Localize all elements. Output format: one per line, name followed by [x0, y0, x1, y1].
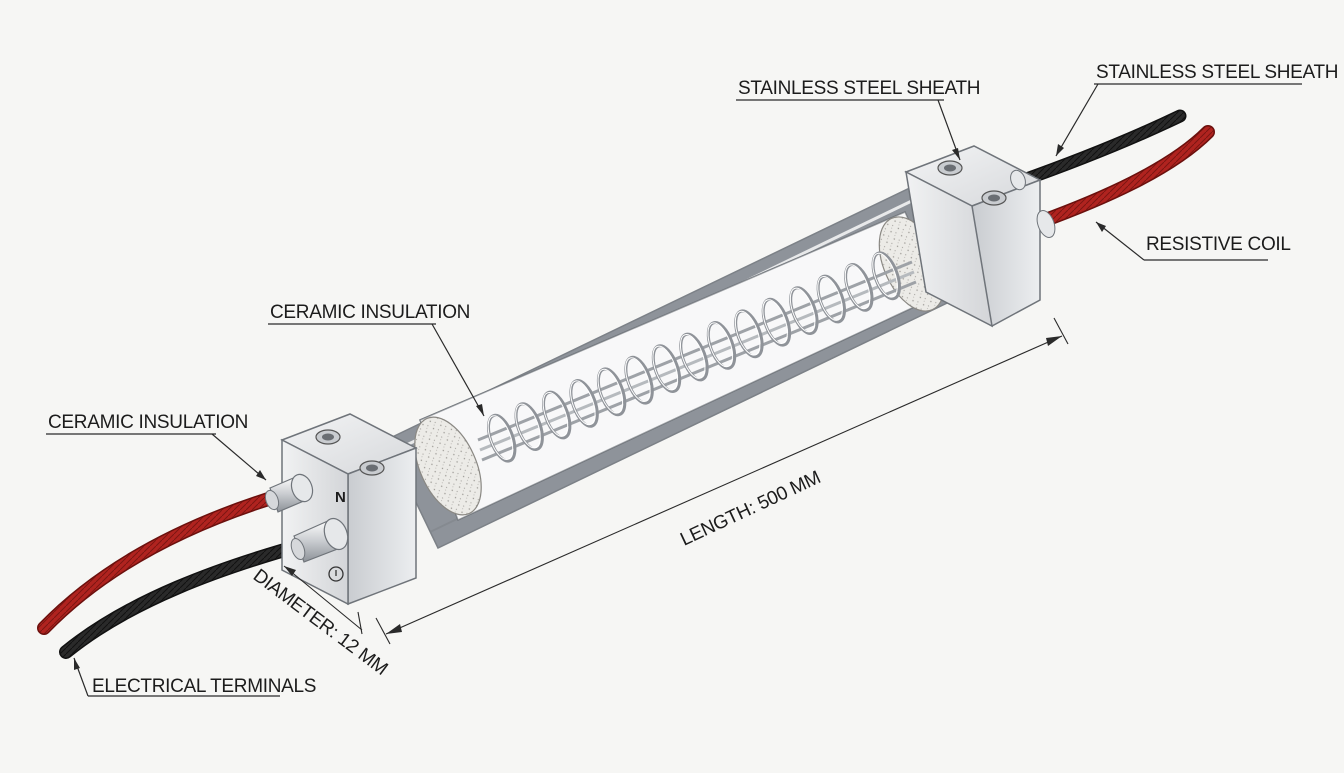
coil-highlight	[597, 368, 624, 414]
ceramic-plug-left	[414, 416, 482, 516]
label-ceramic-mid: CERAMIC INSULATION	[270, 302, 470, 323]
coil-highlight	[734, 310, 761, 356]
coil-highlight	[872, 252, 898, 298]
resistive-coil	[487, 251, 901, 463]
length-label: LENGTH: 500 MM	[677, 467, 824, 550]
ground-mark-icon	[328, 566, 344, 582]
callout-ceramic-left: CERAMIC INSULATION	[46, 412, 267, 481]
coil-highlight	[762, 299, 788, 344]
left-end-block: N	[280, 413, 418, 606]
left-wires	[37, 489, 309, 659]
coil-highlight	[625, 357, 651, 402]
label-ceramic-left: CERAMIC INSULATION	[48, 412, 248, 433]
coil-highlight	[789, 287, 816, 333]
right-end-block	[904, 145, 1056, 328]
left-terminal-bottom	[290, 517, 349, 563]
left-terminal-top	[264, 473, 314, 513]
terminal-mark: N	[335, 489, 346, 506]
coil-highlight	[844, 264, 871, 310]
coil-highlight	[487, 415, 514, 460]
label-sheath-right: STAINLESS STEEL SHEATH	[1096, 62, 1338, 83]
label-resistive-coil: RESISTIVE COIL	[1146, 234, 1291, 255]
right-wires	[1011, 109, 1215, 229]
coil-highlight	[570, 380, 596, 426]
label-electrical-terminals: ELECTRICAL TERMINALS	[92, 676, 316, 697]
label-sheath-top: STAINLESS STEEL SHEATH	[738, 78, 980, 99]
callout-sheath-top: STAINLESS STEEL SHEATH	[736, 78, 981, 161]
coil-highlight	[679, 334, 706, 379]
callout-sheath-right: STAINLESS STEEL SHEATH	[1055, 62, 1339, 157]
coil-highlight	[652, 345, 678, 391]
coil-highlight	[707, 322, 733, 368]
coil-highlight	[817, 276, 843, 321]
coil-highlight	[515, 403, 541, 449]
callout-resistive-coil: RESISTIVE COIL	[1095, 221, 1291, 261]
coil-highlight	[542, 392, 569, 437]
callout-ceramic-mid: CERAMIC INSULATION	[268, 302, 485, 417]
callout-electrical-terminals: ELECTRICAL TERMINALS	[73, 657, 316, 697]
